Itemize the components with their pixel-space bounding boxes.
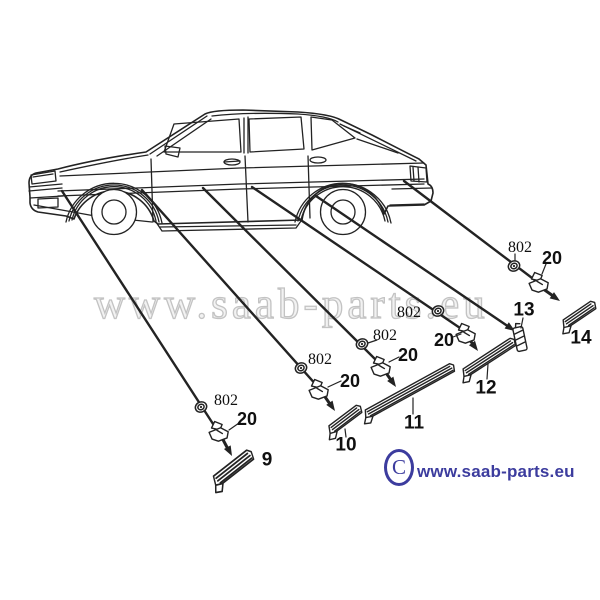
arrowheads [223, 292, 560, 456]
copyright-logo-letter: C [391, 455, 406, 479]
moulding-part-12 [462, 337, 517, 384]
clip-ref-label-part9: 20 [236, 409, 258, 429]
clip-ref-label-part10: 20 [339, 371, 361, 391]
copyright-logo-icon: C [384, 449, 414, 486]
watermark-text: www.saab-parts.eu [93, 280, 489, 328]
leader-line-part-9 [60, 189, 219, 432]
grommet-ref-label-part10: 802 [308, 351, 332, 368]
moulding-part-14 [562, 300, 597, 335]
moulding-part-11 [363, 363, 456, 425]
leader-line-part-10 [140, 188, 320, 389]
clip-ref-label-part12: 20 [433, 330, 455, 350]
clip-ref-label-part11: 20 [397, 345, 419, 365]
grommet-ref-label-part14: 802 [508, 239, 532, 256]
brand-url-text: www.saab-parts.eu [417, 462, 575, 481]
moulding-part-13 [512, 322, 528, 353]
grommet-ref-label-part9: 802 [214, 392, 238, 409]
moulding-part-9 [212, 449, 255, 494]
part-number-13: 13 [513, 299, 535, 321]
door-handle-icons [223, 156, 327, 166]
moulding-part-10 [328, 404, 363, 441]
leader-line-part-13 [314, 194, 511, 329]
front-wheel [65, 182, 163, 236]
label-ticks [228, 253, 547, 438]
part-number-12: 12 [475, 377, 497, 399]
leader-line-part-12 [250, 185, 465, 332]
grommet-802-icons [194, 260, 521, 413]
grommet-ref-label-part12: 802 [397, 304, 421, 321]
part-number-11: 11 [403, 412, 425, 434]
part-number-9: 9 [261, 449, 273, 471]
part-number-14: 14 [570, 327, 592, 349]
grommet-ref-label-part11: 802 [373, 327, 397, 344]
clip-20-icons [208, 271, 549, 442]
clip-ref-label-part14: 20 [541, 248, 563, 268]
leader-line-part-11 [201, 186, 381, 365]
moulding-parts [212, 300, 597, 494]
part-number-10: 10 [335, 434, 357, 456]
